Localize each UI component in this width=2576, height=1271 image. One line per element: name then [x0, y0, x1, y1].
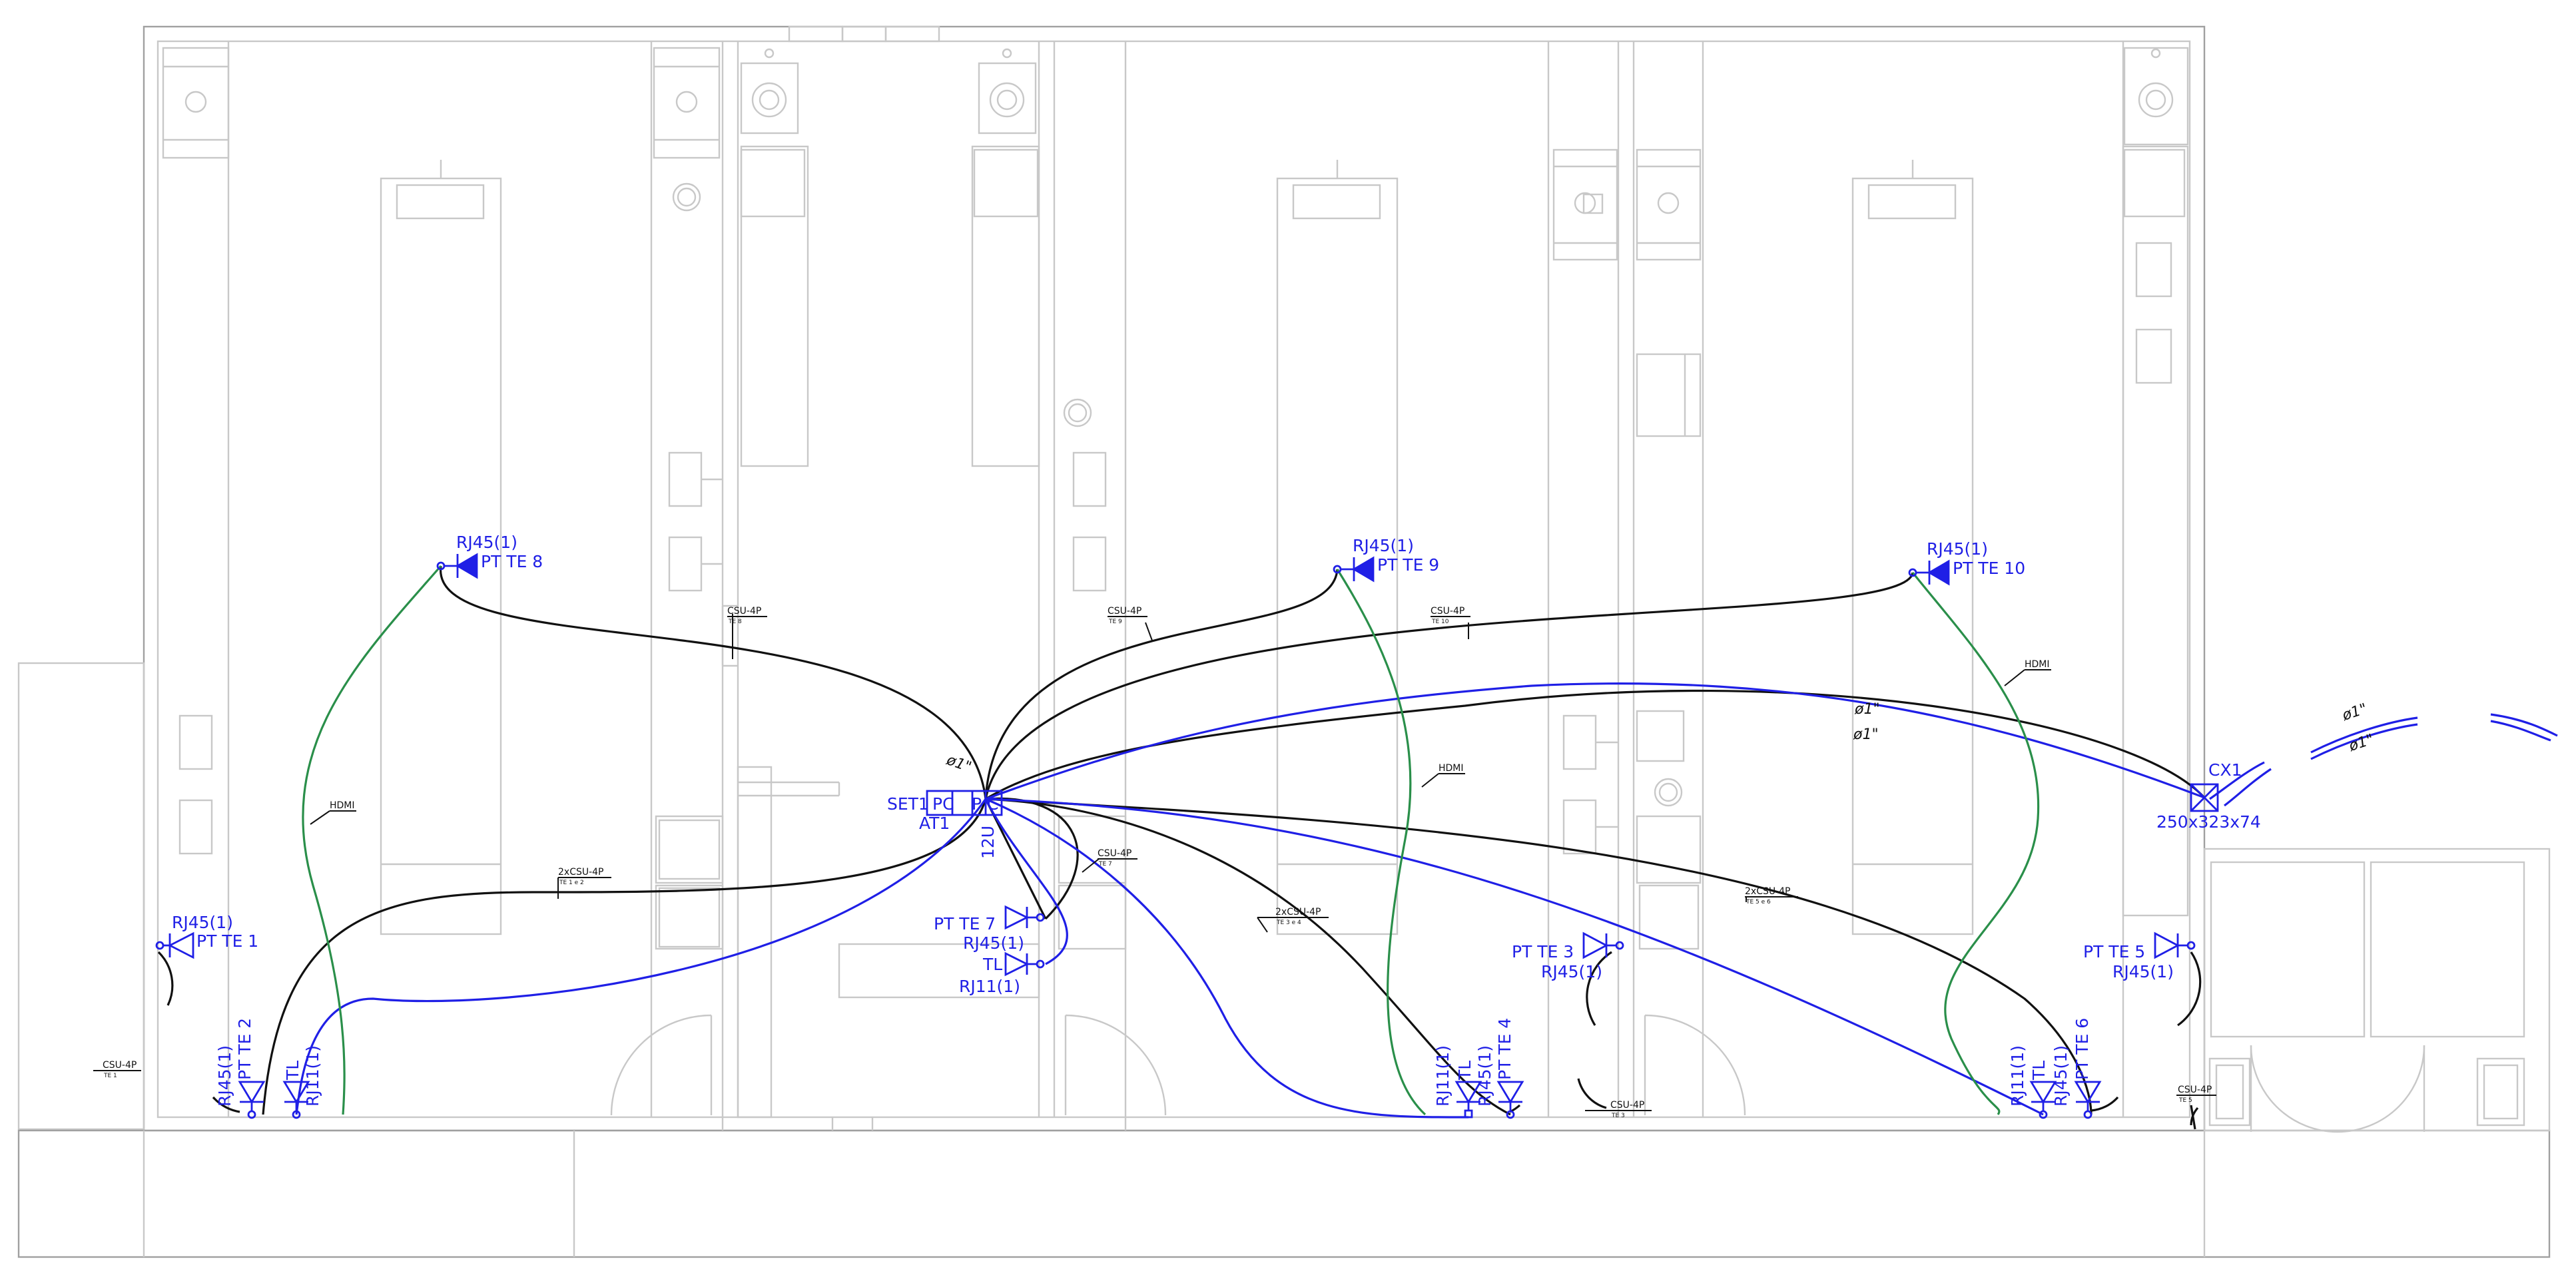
rack-pc-label: PC: [932, 794, 954, 814]
cx1-label: CX1: [2208, 760, 2242, 780]
outlet-te6-pt: PT TE 6: [2073, 1018, 2092, 1080]
tag-hdmi-2: HDMI: [1439, 763, 1464, 774]
outlet-te10[interactable]: RJ45(1) PT TE 10: [1908, 539, 2025, 586]
cable-tags: CSU-4P TE 8 CSU-4P TE 9 CSU-4P TE 10 CSU…: [93, 606, 2216, 1119]
outlet-te3[interactable]: PT TE 3 RJ45(1): [1512, 931, 1624, 981]
tag-te3-csu: CSU-4P: [1610, 1100, 1644, 1111]
outlet-te8-rj45: RJ45(1): [456, 533, 517, 552]
cable-te8: [440, 565, 987, 800]
outlet-te6-rj45: RJ45(1): [2051, 1045, 2071, 1107]
outlet-te9-pt: PT TE 9: [1377, 555, 1439, 575]
outlet-te4-rj45: RJ45(1): [1475, 1045, 1494, 1107]
outlet-te4-tl: TL: [1455, 1061, 1474, 1081]
outlet-te2-rj45: RJ45(1): [215, 1045, 234, 1107]
tag-te9-id: TE 9: [1108, 619, 1122, 625]
tag-te12-csu: 2xCSU-4P: [558, 867, 604, 878]
outlet-arcs: [157, 951, 2202, 1130]
cable-tl7: [984, 798, 1068, 965]
architecture-layer: [17, 25, 2551, 1258]
tag-te7-id: TE 7: [1098, 861, 1112, 868]
outlet-te2[interactable]: RJ45(1) PT TE 2 TL RJ11(1): [215, 1018, 322, 1119]
cable-tl4: [985, 798, 1469, 1119]
outlet-te6-tl: TL: [2029, 1061, 2049, 1081]
outlet-te4-pt: PT TE 4: [1495, 1018, 1514, 1080]
hdmi-te9: [1336, 569, 1427, 1116]
tag-te56-id: TE 5 e 6: [1746, 899, 1771, 905]
outlet-te8[interactable]: RJ45(1) PT TE 8: [436, 533, 543, 579]
outlet-te1[interactable]: RJ45(1) PT TE 1: [155, 913, 258, 959]
cx1-dims: 250x323x74: [2156, 812, 2261, 832]
cable-tl6: [985, 798, 2044, 1116]
outlet-te7-rj11: RJ11(1): [959, 977, 1020, 996]
tag-te9-csu: CSU-4P: [1108, 606, 1141, 617]
outlet-te2-pt: PT TE 2: [235, 1018, 254, 1080]
rack-at-label: AT1: [919, 814, 950, 833]
conduit-label-3: ø1": [2340, 700, 2369, 724]
cable-te10: [984, 572, 1914, 800]
network-rack[interactable]: PC P C SET1 AT1 12U ø1": [887, 752, 1003, 859]
tag-te7-csu: CSU-4P: [1098, 848, 1131, 859]
rack-c-label: C: [987, 794, 998, 814]
tag-hdmi-3: HDMI: [2025, 659, 2050, 670]
outlet-te7[interactable]: PT TE 7 RJ45(1) TL RJ11(1): [934, 905, 1045, 996]
outlet-te10-pt: PT TE 10: [1953, 559, 2025, 578]
outlet-te4-rj11: RJ11(1): [1433, 1045, 1452, 1107]
outlet-te1-rj45: RJ45(1): [172, 913, 233, 932]
outlet-te5-pt: PT TE 5: [2083, 942, 2145, 961]
tag-te1-id: TE 1: [103, 1073, 117, 1079]
tag-te5-id: TE 5: [2178, 1097, 2192, 1104]
outlet-te6-rj11: RJ11(1): [2008, 1045, 2027, 1107]
outlet-te9[interactable]: RJ45(1) PT TE 9: [1333, 536, 1439, 583]
cable-layer: [262, 565, 2558, 1119]
conduit-label-2: ø1": [1853, 726, 1879, 743]
cable-tl2: [295, 798, 987, 1115]
conduit-label-1: ø1": [1854, 701, 1880, 718]
outlet-te2-rj11: RJ11(1): [303, 1045, 322, 1107]
hdmi-te8: [302, 565, 442, 1115]
outlet-te7-rj45: RJ45(1): [963, 933, 1024, 953]
tag-te1-csu: CSU-4P: [103, 1060, 137, 1071]
outlet-te6[interactable]: RJ11(1) TL RJ45(1) PT TE 6: [2008, 1018, 2102, 1119]
outlet-te3-rj45: RJ45(1): [1541, 962, 1602, 981]
tag-te10-id: TE 10: [1431, 619, 1449, 625]
cable-te9: [984, 569, 1339, 800]
hdmi-te10: [1911, 572, 2040, 1115]
rack-p-label: P: [972, 794, 982, 814]
cable-cx1: [985, 689, 2206, 800]
outlet-te7-tl: TL: [982, 955, 1002, 974]
tag-te5-csu: CSU-4P: [2178, 1085, 2212, 1095]
outlet-te5[interactable]: PT TE 5 RJ45(1): [2083, 931, 2196, 981]
tag-te3-id: TE 3: [1611, 1113, 1625, 1119]
pull-box-cx1[interactable]: CX1 250x323x74: [2156, 760, 2261, 832]
outlet-te10-rj45: RJ45(1): [1927, 539, 1988, 559]
tag-hdmi-1: HDMI: [330, 800, 355, 811]
outlet-te3-pt: PT TE 3: [1512, 942, 1574, 961]
tag-te10-csu: CSU-4P: [1431, 606, 1464, 617]
outlet-te7-pt: PT TE 7: [934, 914, 996, 933]
rack-conduit-label: ø1": [944, 752, 974, 776]
outlet-te9-rj45: RJ45(1): [1353, 536, 1414, 555]
outlet-te1-pt: PT TE 1: [196, 931, 258, 951]
outlet-te5-rj45: RJ45(1): [2112, 962, 2174, 981]
cable-te56: [985, 798, 2093, 1115]
tag-te8-csu: CSU-4P: [727, 606, 761, 617]
tag-te12-id: TE 1 e 2: [559, 880, 584, 886]
rack-size-label: 12U: [978, 826, 998, 859]
tag-te8-id: TE 8: [728, 619, 742, 625]
cable-te34: [985, 798, 1511, 1116]
tag-te34-id: TE 3 e 4: [1276, 919, 1301, 926]
rack-set-label: SET1: [887, 794, 929, 814]
outlet-te8-pt: PT TE 8: [481, 552, 543, 571]
cable-te12: [262, 798, 987, 1115]
conduit-cx1: [985, 682, 2205, 800]
tag-te34-csu: 2xCSU-4P: [1275, 907, 1321, 917]
tag-te56-csu: 2xCSU-4P: [1745, 886, 1791, 897]
outlet-te2-tl: TL: [283, 1061, 302, 1081]
outlet-te4[interactable]: RJ11(1) TL RJ45(1) PT TE 4: [1433, 1018, 1524, 1119]
